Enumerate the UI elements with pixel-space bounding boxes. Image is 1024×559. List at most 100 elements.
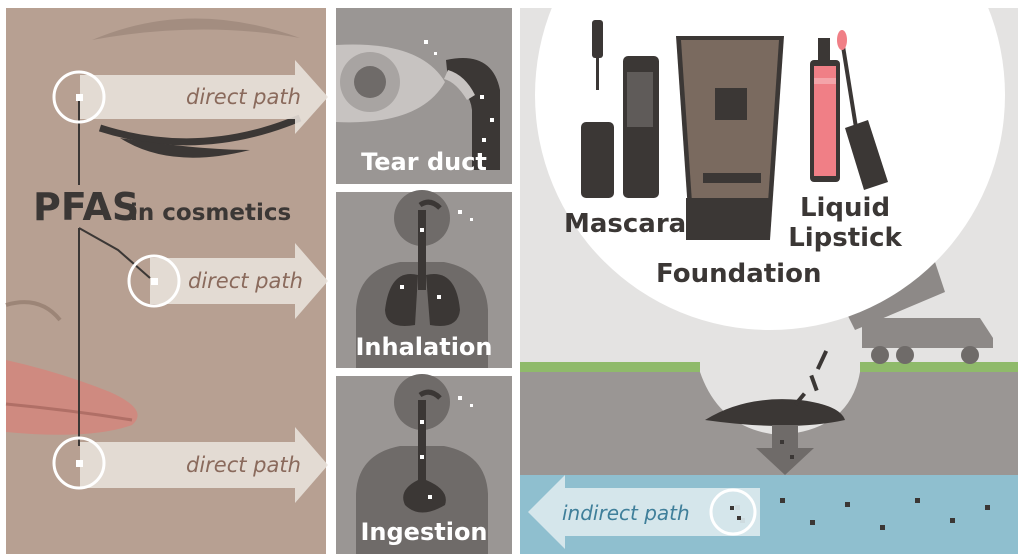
title-main: PFAS [33, 185, 139, 229]
particle [482, 138, 486, 142]
truck-chassis [862, 318, 957, 348]
particle [737, 516, 741, 520]
leaching-arrow [756, 425, 814, 475]
soil-layer [520, 372, 1018, 475]
particle [480, 95, 484, 99]
direct-path-label-nose: direct path [188, 269, 303, 293]
lipstick-icon [810, 30, 888, 190]
mascara-icon [581, 20, 659, 198]
particle [790, 455, 794, 459]
particle [915, 498, 920, 503]
particle [420, 455, 424, 459]
mascara-brush [592, 20, 603, 58]
particle [730, 506, 734, 510]
ingestion-panel: Ingestion [336, 374, 512, 554]
eye-circle [52, 70, 106, 124]
esophagus [418, 400, 426, 485]
mouth-circle [52, 436, 106, 490]
arrow-nose [150, 243, 328, 319]
mascara-handle [581, 122, 614, 198]
arrow-mouth [80, 427, 328, 503]
particle [428, 495, 432, 499]
indirect-path-label: indirect path [562, 501, 690, 525]
truck-wheel [871, 346, 889, 364]
eye-pupil [354, 66, 386, 98]
tear-duct-panel: Tear duct [336, 8, 512, 184]
particle [434, 52, 437, 55]
particle [437, 295, 441, 299]
eye-particle [76, 94, 83, 101]
particle [780, 498, 785, 503]
mascara-label-text: Mascara [564, 209, 686, 239]
particle [420, 228, 424, 232]
falling-waste [815, 350, 829, 370]
oral-passage [418, 389, 442, 400]
ingestion-label: Ingestion [360, 518, 487, 546]
direct-path-label-mouth: direct path [186, 453, 301, 477]
title-sub: in cosmetics [130, 200, 291, 226]
lipstick-label-line2: Lipstick [788, 223, 902, 253]
truck-bed [840, 262, 945, 330]
direct-path-arrows [80, 60, 328, 503]
truck-wheel [961, 346, 979, 364]
particle [985, 505, 990, 510]
particle [458, 396, 462, 400]
lipstick-applicator [837, 30, 847, 50]
connector-nose [78, 227, 151, 279]
nose-circle [127, 254, 181, 308]
lipstick-wand [840, 39, 860, 141]
lip-line [5, 402, 133, 422]
landfill-waste [705, 399, 845, 426]
mouth-particle [76, 460, 83, 467]
nose-particle [151, 278, 158, 285]
direct-path-label-eye: direct path [186, 85, 301, 109]
falling-waste [793, 392, 807, 406]
left-lung [385, 274, 418, 326]
indirect-path-circle [709, 488, 757, 536]
arrow-eye [80, 60, 328, 134]
falling-waste [809, 374, 819, 392]
foundation-tube [681, 40, 779, 232]
particle [810, 520, 815, 525]
particle [880, 525, 885, 530]
grass-right [860, 362, 1018, 372]
truck-wheel [896, 346, 914, 364]
particle [780, 440, 784, 444]
particle [470, 218, 473, 221]
foundation-label [715, 88, 747, 120]
nose-outline [5, 300, 62, 322]
tear-duct-lining [444, 70, 475, 100]
dump-truck-icon [793, 262, 993, 406]
tear-duct-label: Tear duct [361, 148, 487, 176]
stomach [403, 480, 446, 513]
foundation-cap [686, 198, 770, 240]
particle [845, 502, 850, 507]
closed-eyelid [98, 114, 302, 146]
particle [424, 40, 428, 44]
lipstick-fluid [814, 66, 836, 176]
inhalation-label: Inhalation [356, 333, 493, 361]
exposure-circles [52, 70, 181, 490]
trachea [418, 210, 426, 290]
particle [458, 210, 462, 214]
eyeliner [120, 138, 250, 158]
lipstick-highlight [814, 78, 836, 84]
right-lung [426, 274, 460, 326]
particle [490, 118, 494, 122]
grass-left [520, 362, 700, 372]
foundation-stripe [703, 173, 761, 183]
particle [420, 420, 424, 424]
inhalation-panel: Inhalation [336, 190, 512, 368]
eyebrow [92, 18, 300, 40]
lipstick-neck [818, 38, 830, 64]
mascara-label [627, 72, 653, 127]
nasal-passage [418, 199, 442, 210]
particle [400, 285, 404, 289]
connector-lines [78, 100, 151, 446]
indirect-path-arrow [528, 475, 760, 549]
lipstick-cap [845, 120, 888, 190]
particle [470, 404, 473, 407]
truck-cab [957, 318, 993, 348]
